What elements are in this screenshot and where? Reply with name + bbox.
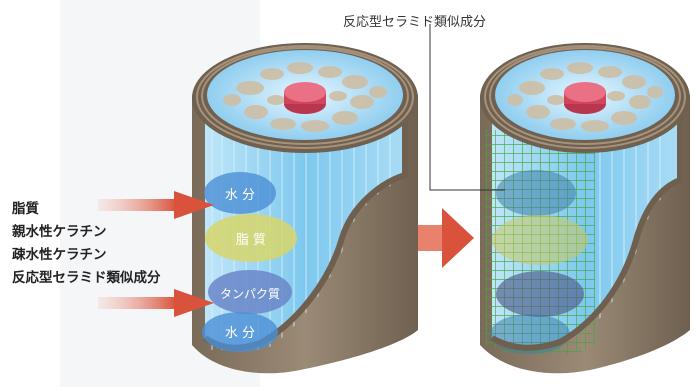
- ingredient-hydrophobic-keratin: 疎水性ケラチン: [12, 247, 107, 263]
- ingredient-lipid: 脂質: [12, 201, 39, 217]
- cortex-cells: [507, 62, 663, 132]
- callout-line: [429, 24, 505, 191]
- medulla: [284, 82, 326, 102]
- transition-arrow: [418, 208, 474, 268]
- arrow-lower-head: [174, 289, 214, 317]
- capsule-water-1: [496, 170, 576, 216]
- arrow-upper-shaft: [98, 199, 176, 211]
- right-hair-cylinder: [480, 43, 690, 374]
- capsule-lipid: [492, 215, 588, 265]
- ingredient-hydrophilic-keratin: 親水性ケラチン: [12, 224, 107, 240]
- cortex-cells: [223, 62, 387, 132]
- capsule-label-water-2: 水 分: [225, 326, 255, 341]
- arrow-upper-head: [174, 191, 214, 219]
- capsule-label-water-1: 水 分: [225, 188, 255, 203]
- cuticle-edge: [490, 110, 683, 351]
- callout-label: 反応型セラミド類似成分: [343, 15, 487, 30]
- left-hair-cylinder: 水 分 脂 質 タンパク質 水 分: [192, 43, 418, 374]
- capsule-water-2: [202, 312, 278, 352]
- capsule-lipid: [205, 214, 297, 262]
- ingredient-list: 脂質 親水性ケラチン 疎水性ケラチン 反応型セラミド類似成分: [12, 198, 197, 290]
- arrow-lower-shaft: [98, 297, 176, 309]
- ingredient-reactive-ceramide: 反応型セラミド類似成分: [12, 270, 161, 286]
- capsule-protein: [208, 270, 292, 314]
- input-arrows: [98, 191, 214, 317]
- capsule-label-lipid: 脂 質: [236, 233, 266, 248]
- capsule-protein: [496, 271, 584, 317]
- capsule-label-protein: タンパク質: [220, 286, 280, 301]
- capsule-water-1: [204, 172, 276, 214]
- medulla: [564, 82, 606, 102]
